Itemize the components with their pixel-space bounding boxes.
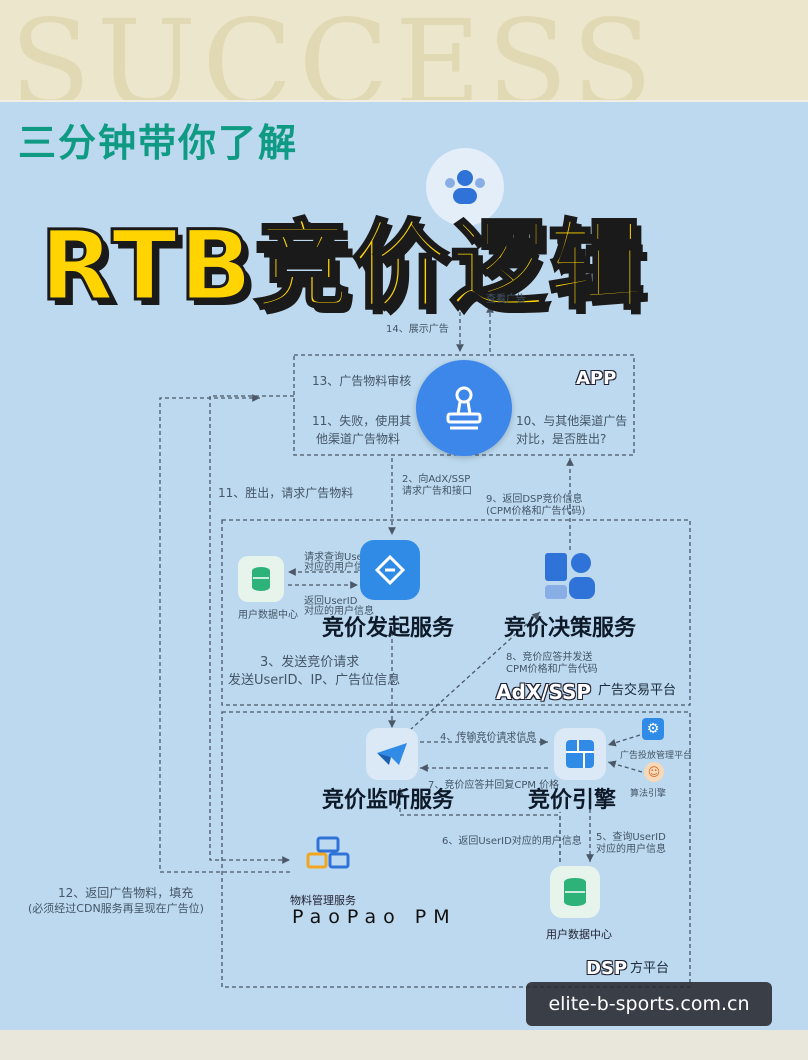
dsp-platform-label: DSP bbox=[586, 958, 628, 979]
banner-word: SUCCESS bbox=[10, 0, 659, 100]
dsp-user-center-label: 用户数据中心 bbox=[546, 928, 612, 941]
boxes-icon bbox=[306, 836, 350, 870]
step-11-fail-line1: 11、失败，使用其 bbox=[312, 414, 412, 428]
dsp-platform-suffix: 方平台 bbox=[630, 961, 670, 976]
database-icon bbox=[238, 556, 284, 602]
step-12-line1: 12、返回广告物料，填充 bbox=[58, 886, 194, 900]
adx-user-center-label: 用户数据中心 bbox=[238, 610, 298, 621]
initiate-service-label: 竞价发起服务 bbox=[322, 616, 455, 641]
material-service-label: 物料管理服务 bbox=[290, 894, 356, 907]
adx-platform-suffix: 广告交易平台 bbox=[598, 683, 677, 698]
top-user-label: 查看广告 bbox=[486, 294, 526, 305]
step-13-label: 13、广告物料审核 bbox=[312, 374, 412, 388]
step-8-line1: 8、竞价应答并发送 bbox=[506, 652, 593, 663]
step-10-line2: 对比，是否胜出? bbox=[516, 432, 607, 446]
author-label: PaoPao PM bbox=[292, 906, 457, 928]
return-user-line2: 对应的用户信息 bbox=[304, 606, 374, 617]
top-banner: SUCCESS bbox=[0, 0, 808, 100]
step-5-line1: 5、查询UserID bbox=[596, 832, 666, 843]
step-10-line1: 10、与其他渠道广告 bbox=[516, 414, 628, 428]
brain-icon: ☺ bbox=[644, 762, 664, 782]
dsp-database-icon bbox=[550, 866, 600, 918]
decision-service-label: 竞价决策服务 bbox=[504, 616, 637, 641]
step-9-line1: 9、返回DSP竞价信息 bbox=[486, 494, 583, 505]
mgmt-platform-label: 广告投放管理平台 bbox=[620, 751, 693, 761]
listen-service-label: 竞价监听服务 bbox=[322, 788, 455, 813]
return-user-line1: 返回UserID bbox=[304, 596, 358, 607]
step-12-line2: (必须经过CDN服务再呈现在广告位) bbox=[28, 902, 204, 915]
query-user-line1: 请求查询UserID bbox=[304, 552, 378, 563]
step-6-label: 6、返回UserID对应的用户信息 bbox=[442, 836, 582, 847]
app-stamp-icon bbox=[416, 360, 512, 456]
main-title: RTB竞价逻辑 bbox=[38, 209, 647, 324]
step-8-line2: CPM价格和广告代码 bbox=[506, 664, 598, 675]
step-14-label: 14、展示广告 bbox=[386, 324, 449, 335]
tag-icon bbox=[360, 540, 420, 600]
step-5-line2: 对应的用户信息 bbox=[596, 844, 666, 855]
step-3-line1: 3、发送竞价请求 bbox=[260, 655, 360, 670]
watermark: elite-b-sports.com.cn bbox=[526, 982, 772, 1026]
subtitle: 三分钟带你了解 bbox=[18, 121, 299, 165]
step-3-line2: 发送UserID、IP、广告位信息 bbox=[228, 673, 401, 688]
connector-lines bbox=[159, 305, 691, 988]
decision-icon bbox=[540, 548, 600, 604]
listener-icon bbox=[366, 728, 418, 780]
app-label: APP bbox=[576, 368, 617, 389]
step-11-fail-line2: 他渠道广告物料 bbox=[316, 432, 401, 446]
query-user-line2: 对应的用户信息 bbox=[304, 562, 374, 573]
step-9-line2: (CPM价格和广告代码) bbox=[486, 506, 586, 517]
adx-platform-label: AdX/SSP bbox=[496, 680, 592, 704]
engine-service-label: 竞价引擎 bbox=[528, 788, 617, 813]
step-7-label: 7、竞价应答并回复CPM 价格 bbox=[428, 780, 560, 791]
strategy-engine-label: 算法引擎 bbox=[630, 789, 667, 799]
step-2-line2: 请求广告和接口 bbox=[402, 486, 472, 497]
step-2-line1: 2、向AdX/SSP bbox=[402, 474, 471, 485]
bottom-strip bbox=[0, 1030, 808, 1060]
step-4-label: 4、传输竞价请求信息 bbox=[440, 732, 537, 743]
engine-icon bbox=[554, 728, 606, 780]
step-11-win-label: 11、胜出，请求广告物料 bbox=[218, 486, 354, 500]
user-group-icon bbox=[426, 148, 504, 226]
gear-icon: ⚙ bbox=[642, 718, 664, 740]
